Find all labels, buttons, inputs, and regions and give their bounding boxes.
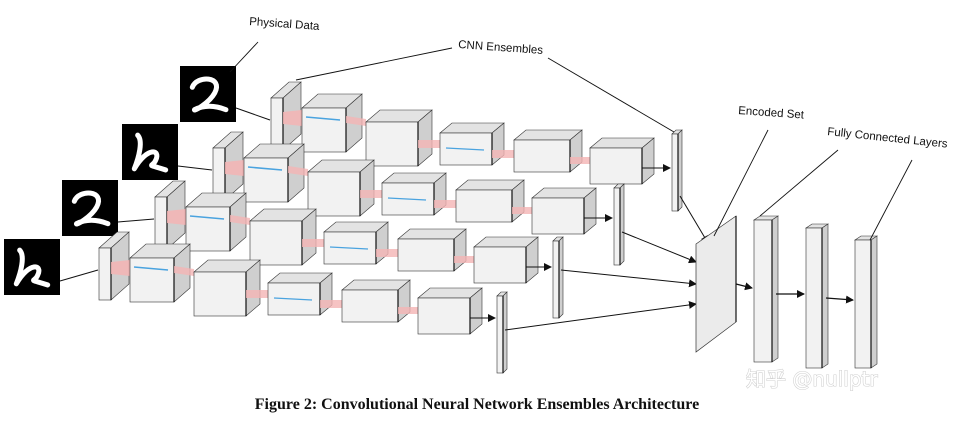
conv-block bbox=[439, 122, 505, 166]
kernel-projection bbox=[246, 290, 268, 298]
conv-block bbox=[249, 208, 317, 266]
conv-block bbox=[473, 236, 539, 284]
input-connector bbox=[177, 165, 213, 171]
conv-block bbox=[397, 228, 467, 272]
conv-block bbox=[267, 272, 333, 316]
label-pointer bbox=[547, 57, 675, 133]
kernel-projection bbox=[288, 166, 308, 176]
conv-block bbox=[455, 179, 525, 223]
cnn-pipeline bbox=[4, 231, 508, 374]
cnn-pipeline bbox=[62, 180, 564, 319]
kernel-projection bbox=[492, 150, 514, 158]
arrow bbox=[735, 282, 753, 291]
kernel-projection bbox=[398, 307, 418, 314]
encoded-set-label: Encoded Set bbox=[738, 105, 805, 122]
cnn-output-vector bbox=[552, 236, 564, 319]
feature-map-stroke bbox=[387, 197, 427, 201]
cnn-pipeline bbox=[180, 66, 683, 212]
label-pointer bbox=[713, 129, 769, 237]
feature-map-stroke bbox=[247, 166, 283, 171]
kernel-projection bbox=[346, 116, 366, 126]
label-pointer bbox=[295, 47, 453, 81]
dense-layer bbox=[805, 223, 829, 369]
cnn-output-vector bbox=[671, 129, 683, 212]
figure-caption: Figure 2: Convolutional Neural Network E… bbox=[255, 396, 699, 413]
input-layer bbox=[154, 180, 186, 250]
arrow bbox=[621, 231, 697, 264]
kernel-projection bbox=[360, 190, 382, 198]
conv-block bbox=[417, 287, 483, 335]
arrow bbox=[679, 195, 709, 244]
conv-block bbox=[129, 243, 191, 303]
cnn-pipelines bbox=[4, 66, 683, 374]
digit-image bbox=[62, 180, 118, 236]
label-pointer bbox=[759, 149, 839, 217]
conv-block bbox=[193, 259, 261, 317]
kernel-projection bbox=[174, 266, 194, 276]
watermark: 知乎 @nullptr bbox=[746, 367, 878, 391]
dense-layer bbox=[753, 215, 779, 363]
kernel-projection bbox=[283, 110, 302, 126]
digit-image bbox=[122, 124, 178, 180]
kernel-projection bbox=[454, 256, 474, 263]
kernel-projection bbox=[512, 207, 532, 214]
kernel-projection bbox=[434, 200, 456, 208]
conv-block bbox=[513, 129, 583, 173]
feature-map-stroke bbox=[133, 266, 169, 271]
input-layer bbox=[98, 231, 130, 301]
kernel-projection bbox=[225, 160, 244, 176]
conv-block bbox=[531, 187, 597, 235]
feature-map-stroke bbox=[273, 297, 313, 301]
physical-data-label: Physical Data bbox=[249, 16, 321, 33]
conv-block bbox=[341, 279, 411, 323]
digit-image bbox=[4, 239, 60, 295]
input-connector bbox=[117, 218, 155, 223]
kernel-projection bbox=[167, 209, 186, 225]
kernel-projection bbox=[320, 300, 342, 308]
kernel-projection bbox=[111, 260, 130, 276]
input-connector bbox=[59, 269, 99, 282]
cnn-output-vector bbox=[613, 183, 625, 266]
conv-block bbox=[323, 221, 389, 265]
conv-block bbox=[243, 143, 305, 203]
conv-block bbox=[381, 172, 447, 216]
digit-image bbox=[180, 66, 236, 122]
kernel-projection bbox=[302, 239, 324, 247]
label-pointer bbox=[869, 159, 913, 241]
feature-map-stroke bbox=[329, 246, 369, 250]
arrow bbox=[560, 269, 697, 288]
feature-map-stroke bbox=[445, 147, 485, 151]
conv-block bbox=[589, 137, 655, 185]
cnn-output-vector bbox=[496, 291, 508, 374]
fully-connected-layers-label: Fully Connected Layers bbox=[827, 126, 949, 151]
feature-map-stroke bbox=[305, 116, 341, 121]
cnn-pipeline bbox=[122, 124, 625, 266]
encoded-set-panel bbox=[695, 215, 737, 353]
label-pointer bbox=[229, 41, 259, 73]
kernel-projection bbox=[376, 249, 398, 257]
encoder-and-dense-section bbox=[504, 195, 878, 369]
kernel-projection bbox=[230, 215, 250, 225]
cnn-ensembles-label: CNN Ensembles bbox=[458, 39, 544, 57]
label-pointer-lines bbox=[229, 41, 913, 241]
conv-block bbox=[365, 109, 433, 167]
conv-block bbox=[307, 159, 375, 217]
kernel-projection bbox=[418, 140, 440, 148]
input-connector bbox=[235, 107, 271, 121]
kernel-projection bbox=[570, 157, 590, 164]
arrow bbox=[825, 295, 854, 304]
feature-map-stroke bbox=[189, 215, 225, 220]
dense-layer bbox=[854, 235, 878, 369]
arrow bbox=[504, 300, 697, 331]
